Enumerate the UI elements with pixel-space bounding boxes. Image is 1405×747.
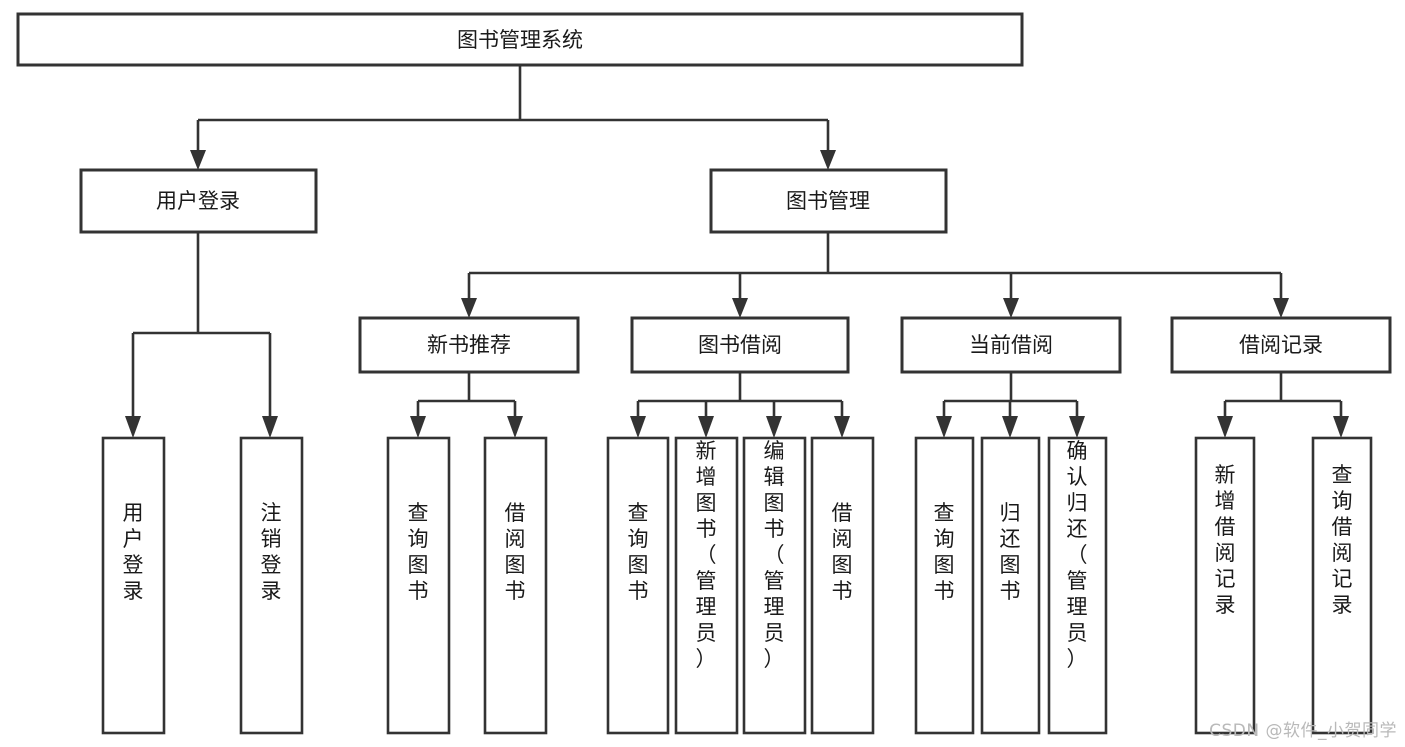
leaf-current-borrow-3-label: 确认归还（管理员） [1067, 439, 1088, 671]
arrow-head-jyjl-1 [1217, 416, 1233, 438]
leaf-book-borrow-3[interactable]: 编辑图书（管理员） [742, 436, 807, 735]
node-current-borrow-label: 当前借阅 [969, 333, 1053, 357]
node-new-book-recommend-label: 新书推荐 [427, 333, 511, 357]
node-borrow-record[interactable]: 借阅记录 [1170, 316, 1392, 374]
arrow-head-jyjl-2 [1333, 416, 1349, 438]
leaf-new-book-1-box[interactable] [386, 436, 451, 735]
leaf-book-borrow-3-box[interactable] [742, 436, 807, 735]
node-book-management-label: 图书管理 [786, 189, 870, 213]
leaf-current-borrow-2-label: 归还图书 [1000, 501, 1021, 603]
arrow-head-tsjy-2 [698, 416, 714, 438]
leaf-book-borrow-4-box[interactable] [810, 436, 875, 735]
arrow-head-l3-4 [1273, 298, 1289, 318]
leaf-user-login-1-label: 用户登录 [123, 501, 144, 603]
node-user-login[interactable]: 用户登录 [79, 168, 318, 234]
arrow-head-bookmgmt [820, 150, 836, 170]
leaf-book-borrow-1-box[interactable] [606, 436, 670, 735]
node-book-management-box[interactable] [709, 168, 948, 234]
node-book-borrow-box[interactable] [630, 316, 850, 374]
leaf-new-book-1-label: 查询图书 [408, 501, 429, 603]
leaf-borrow-record-2-box[interactable] [1311, 436, 1373, 735]
leaf-user-login-2-label: 注销登录 [261, 501, 282, 603]
leaf-user-login-1-box[interactable] [101, 436, 166, 735]
connectors [125, 65, 1349, 438]
node-user-login-box[interactable] [79, 168, 318, 234]
leaf-user-login-2[interactable]: 注销登录 [239, 436, 304, 735]
arrow-head-nsr-1 [410, 416, 426, 438]
node-root[interactable]: 图书管理系统 [16, 12, 1024, 67]
leaf-new-book-2-box[interactable] [483, 436, 548, 735]
leaf-book-borrow-3-label: 编辑图书（管理员） [764, 439, 785, 671]
leaf-borrow-record-2-label: 查询借阅记录 [1332, 463, 1353, 617]
leaf-current-borrow-2[interactable]: 归还图书 [980, 436, 1041, 735]
leaf-book-borrow-4-label: 借阅图书 [832, 501, 853, 603]
node-user-login-label: 用户登录 [156, 189, 240, 213]
arrow-head-dqjy-3 [1069, 416, 1085, 438]
leaf-borrow-record-1-label: 新增借阅记录 [1215, 463, 1236, 617]
node-book-borrow-label: 图书借阅 [698, 333, 782, 357]
node-current-borrow-box[interactable] [900, 316, 1122, 374]
leaf-current-borrow-2-box[interactable] [980, 436, 1041, 735]
leaf-new-book-2[interactable]: 借阅图书 [483, 436, 548, 735]
node-root-box[interactable] [16, 12, 1024, 67]
node-book-management[interactable]: 图书管理 [709, 168, 948, 234]
arrow-head-tsjy-1 [630, 416, 646, 438]
leaf-book-borrow-2-label: 新增图书（管理员） [696, 439, 717, 671]
node-book-borrow[interactable]: 图书借阅 [630, 316, 850, 374]
leaf-user-login-2-box[interactable] [239, 436, 304, 735]
node-current-borrow[interactable]: 当前借阅 [900, 316, 1122, 374]
leaf-borrow-record-1[interactable]: 新增借阅记录 [1194, 436, 1256, 735]
arrow-head-login-leaf-1 [125, 416, 141, 438]
leaf-borrow-record-1-box[interactable] [1194, 436, 1256, 735]
leaf-new-book-1[interactable]: 查询图书 [386, 436, 451, 735]
leaf-current-borrow-1-box[interactable] [914, 436, 975, 735]
arrow-head-nsr-2 [507, 416, 523, 438]
leaf-book-borrow-2[interactable]: 新增图书（管理员） [674, 436, 739, 735]
leaf-current-borrow-3[interactable]: 确认归还（管理员） [1047, 436, 1108, 735]
arrow-head-login-leaf-2 [262, 416, 278, 438]
leaf-current-borrow-3-box[interactable] [1047, 436, 1108, 735]
arrow-head-dqjy-1 [936, 416, 952, 438]
arrow-head-tsjy-4 [834, 416, 850, 438]
node-root-label: 图书管理系统 [457, 28, 583, 52]
arrow-head-tsjy-3 [766, 416, 782, 438]
node-new-book-recommend[interactable]: 新书推荐 [358, 316, 580, 374]
arrow-head-l3-3 [1003, 298, 1019, 318]
node-new-book-recommend-box[interactable] [358, 316, 580, 374]
leaf-book-borrow-4[interactable]: 借阅图书 [810, 436, 875, 735]
leaf-book-borrow-1-label: 查询图书 [628, 501, 649, 603]
node-borrow-record-label: 借阅记录 [1239, 333, 1323, 357]
leaf-borrow-record-2[interactable]: 查询借阅记录 [1311, 436, 1373, 735]
leaf-new-book-2-label: 借阅图书 [505, 501, 526, 603]
leaf-user-login-1[interactable]: 用户登录 [101, 436, 166, 735]
leaf-current-borrow-1-label: 查询图书 [934, 501, 955, 603]
leaf-current-borrow-1[interactable]: 查询图书 [914, 436, 975, 735]
arrow-head-l3-1 [461, 298, 477, 318]
node-borrow-record-box[interactable] [1170, 316, 1392, 374]
leaf-book-borrow-2-box[interactable] [674, 436, 739, 735]
arrow-head-dqjy-2 [1002, 416, 1018, 438]
arrow-head-login [190, 150, 206, 170]
arrow-head-l3-2 [732, 298, 748, 318]
leaf-book-borrow-1[interactable]: 查询图书 [606, 436, 670, 735]
